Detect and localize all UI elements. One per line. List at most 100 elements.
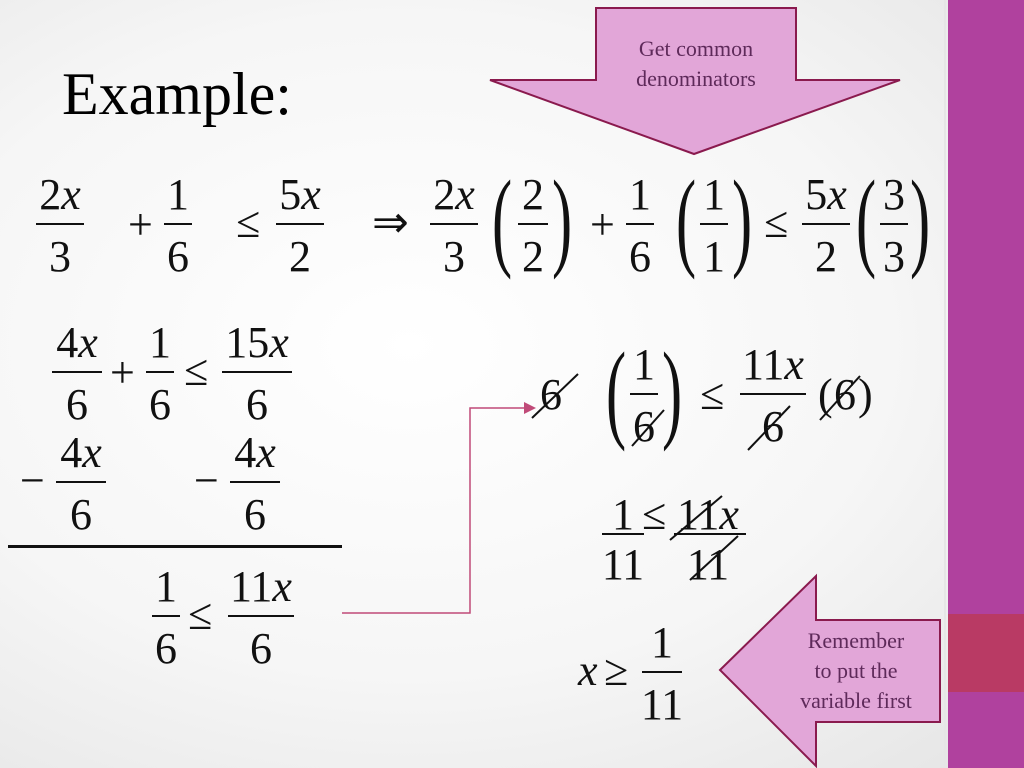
fraction-numerator: 1 <box>703 170 725 219</box>
minus-sign: − <box>194 456 219 505</box>
fraction-denominator: 2 <box>522 232 544 281</box>
right-paren: ) <box>552 158 573 280</box>
minus-sign: − <box>20 456 45 505</box>
fraction-denominator: 11 <box>686 540 730 589</box>
fraction-bar <box>52 371 102 373</box>
total-line <box>8 545 342 548</box>
callout-bottom-text: Remember to put the variable first <box>800 628 912 713</box>
right-paren: ) <box>858 370 873 419</box>
fraction-denominator: 6 <box>70 490 92 539</box>
fraction-bar <box>228 615 294 617</box>
connector-arrowhead <box>524 402 536 414</box>
fraction-denominator: 6 <box>633 402 655 451</box>
fraction-numerator: 2x <box>433 170 475 219</box>
fraction-bar <box>146 371 174 373</box>
fraction-bar <box>674 533 746 535</box>
fraction-numerator: 1 <box>651 618 673 667</box>
fraction-numerator: 4x <box>234 428 276 477</box>
cancel-stroke <box>669 495 723 541</box>
fraction-bar <box>56 481 106 483</box>
fraction-denominator: 11 <box>601 540 645 589</box>
fraction-denominator: 6 <box>250 624 272 673</box>
cancel-stroke <box>747 405 791 451</box>
side-divider <box>944 0 946 768</box>
fraction-denominator: 6 <box>155 624 177 673</box>
fraction-numerator: 1 <box>612 490 634 539</box>
fraction-bar <box>430 223 478 225</box>
callout-top-arrow <box>489 7 901 156</box>
fraction-denominator: 6 <box>244 490 266 539</box>
fraction-bar <box>630 393 658 395</box>
leq-sign: ≤ <box>236 198 261 247</box>
fraction-numerator: 15x <box>225 318 289 367</box>
fraction-bar <box>802 223 850 225</box>
fraction-numerator: 4x <box>56 318 98 367</box>
fraction-numerator: 5x <box>279 170 321 219</box>
fraction-numerator: 4x <box>60 428 102 477</box>
fraction-denominator: 3 <box>883 232 905 281</box>
fraction-bar <box>222 371 292 373</box>
callout-bottom-arrow <box>718 573 941 768</box>
fraction-denominator: 1 <box>703 232 725 281</box>
leq-sign: ≤ <box>188 590 213 639</box>
leq-sign: ≤ <box>184 346 209 395</box>
fraction-numerator: 2 <box>522 170 544 219</box>
slide-title: Example: <box>62 61 292 127</box>
leq-sign: ≤ <box>642 490 667 539</box>
right-paren: ) <box>732 158 753 280</box>
multiplier-six: 6 <box>540 370 562 419</box>
fraction-denominator: 6 <box>149 380 171 429</box>
fraction-bar <box>626 223 654 225</box>
fraction-denominator: 11 <box>640 680 684 729</box>
fraction-numerator: 3 <box>883 170 905 219</box>
fraction-numerator: 1 <box>155 562 177 611</box>
fraction-denominator: 3 <box>443 232 465 281</box>
fraction-bar <box>642 671 682 673</box>
left-paren: ( <box>856 158 877 280</box>
cancel-stroke <box>631 409 665 447</box>
plus-sign: + <box>590 200 615 249</box>
plus-sign: + <box>110 348 135 397</box>
connector-arrow <box>342 407 534 614</box>
fraction-numerator: 1 <box>629 170 651 219</box>
fraction-numerator: 5x <box>805 170 847 219</box>
fraction-denominator: 6 <box>167 232 189 281</box>
fraction-bar <box>602 533 644 535</box>
geq-sign: ≥ <box>604 646 629 695</box>
left-paren: ( <box>818 370 833 419</box>
fraction-bar <box>700 223 728 225</box>
cancel-stroke <box>689 535 739 581</box>
left-paren: ( <box>606 330 627 452</box>
fraction-denominator: 6 <box>66 380 88 429</box>
right-paren: ) <box>910 158 931 280</box>
fraction-bar <box>152 615 180 617</box>
implies-sign: ⇒ <box>372 198 409 247</box>
left-paren: ( <box>676 158 697 280</box>
fraction-bar <box>880 223 908 225</box>
fraction-bar <box>230 481 280 483</box>
fraction-denominator: 2 <box>815 232 837 281</box>
right-paren: ) <box>662 330 683 452</box>
fraction-bar <box>36 223 84 225</box>
fraction-numerator: 1 <box>149 318 171 367</box>
variable-x: x <box>578 646 598 695</box>
fraction-denominator: 2 <box>289 232 311 281</box>
fraction-numerator: 11x <box>742 340 804 389</box>
fraction-denominator: 6 <box>762 402 784 451</box>
plus-sign: + <box>128 200 153 249</box>
fraction-denominator: 6 <box>629 232 651 281</box>
callout-top-text: Get common denominators <box>636 36 756 91</box>
fraction-bar <box>740 393 806 395</box>
side-bar-accent <box>948 614 1024 692</box>
cancel-stroke <box>819 375 861 421</box>
leq-sign: ≤ <box>764 198 789 247</box>
fraction-denominator: 6 <box>246 380 268 429</box>
fraction-numerator: 11x <box>230 562 292 611</box>
multiplier-six: 6 <box>834 370 856 419</box>
fraction-bar <box>164 223 192 225</box>
fraction-bar <box>276 223 324 225</box>
fraction-bar <box>518 223 548 225</box>
fraction-denominator: 3 <box>49 232 71 281</box>
